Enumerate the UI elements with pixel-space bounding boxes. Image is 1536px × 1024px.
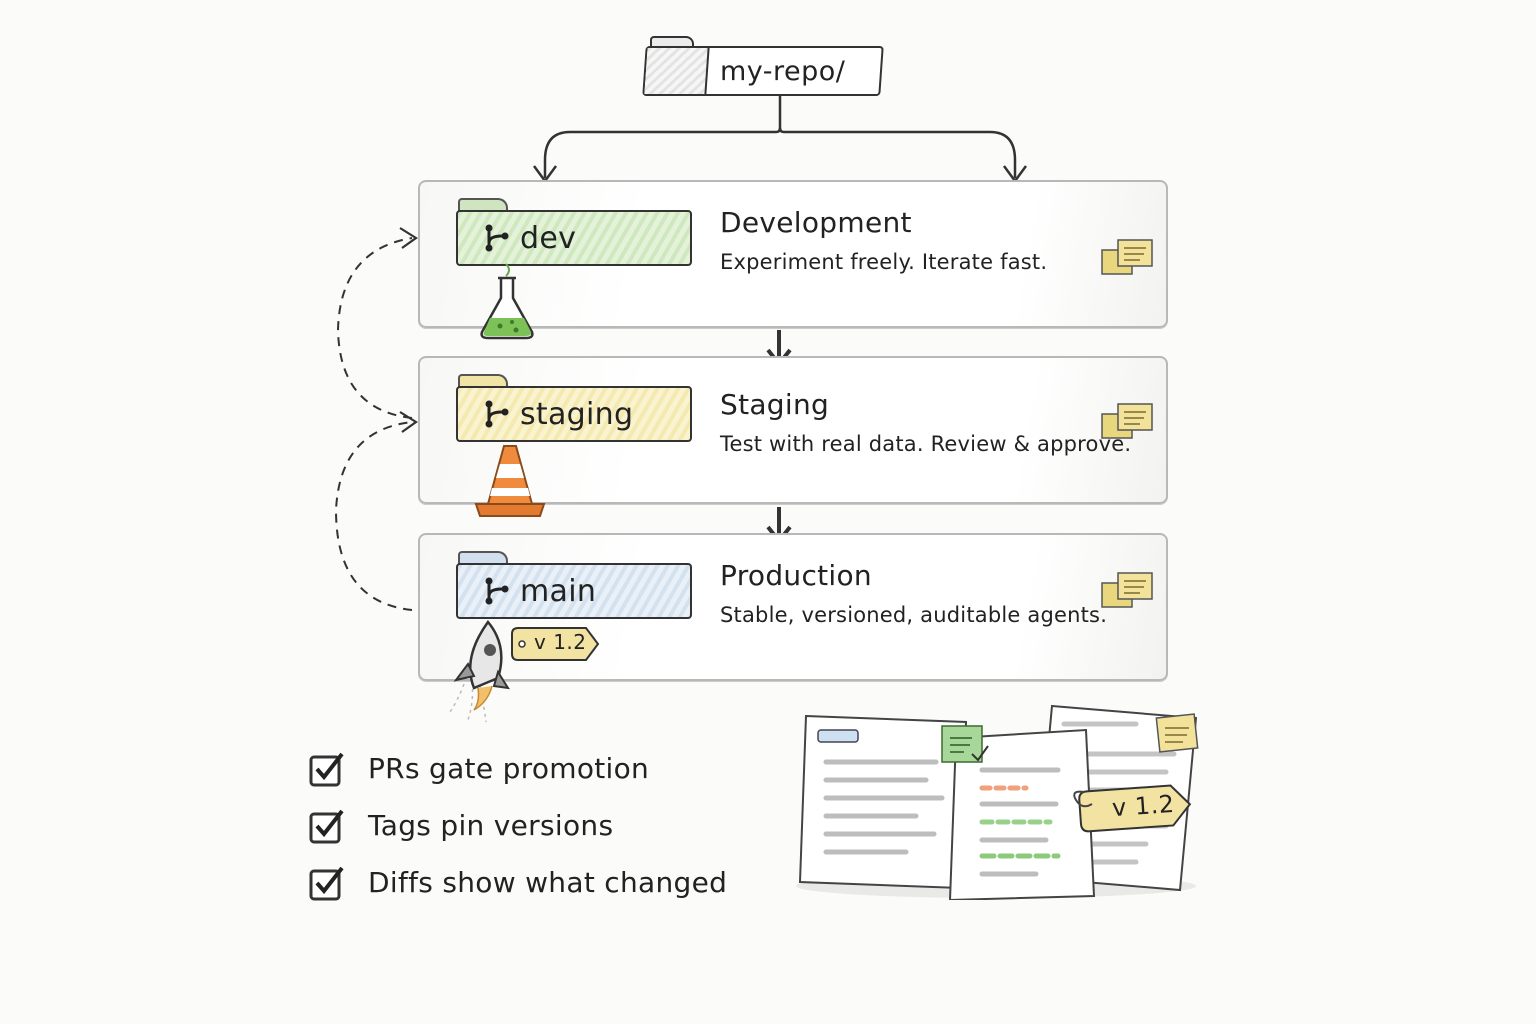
checklist-label: Diffs show what changed	[368, 866, 728, 899]
repo-folder-hatch	[644, 48, 710, 94]
branch-folder-body: dev	[456, 210, 692, 266]
stage-description: Experiment freely. Iterate fast.	[720, 250, 1048, 274]
stage-title: Staging	[720, 388, 830, 421]
checkbox-checked-icon	[309, 809, 344, 843]
repo-label: my-repo/	[720, 55, 846, 87]
branch-folder-body: staging	[456, 386, 692, 442]
checklist-item: PRs gate promotion	[308, 740, 727, 797]
document-left	[798, 714, 968, 890]
git-branch-icon	[485, 400, 509, 428]
checklist-item: Diffs show what changed	[308, 854, 727, 911]
checkbox-checked-icon	[309, 752, 344, 786]
stage-main: main Production Stable, versioned, audit…	[418, 533, 1168, 681]
branch-folder-dev: dev	[456, 198, 692, 266]
document-middle	[941, 725, 1096, 900]
doc-version-label: v 1.2	[1111, 789, 1176, 823]
branch-folder-body: main	[456, 563, 692, 619]
stage-dev: dev Development Experiment freely. Itera…	[418, 180, 1168, 328]
git-branch-icon	[485, 224, 509, 252]
stage-description: Stable, versioned, auditable agents.	[720, 603, 1108, 627]
branch-name: dev	[520, 220, 577, 256]
feedback-arrow-staging-to-dev	[336, 237, 413, 419]
feedback-arrow-main-to-staging	[334, 421, 413, 611]
sticky-note-icon	[1101, 239, 1153, 275]
stage-description: Test with real data. Review & approve.	[720, 432, 1132, 456]
checklist: PRs gate promotion Tags pin versions Dif…	[308, 740, 727, 911]
checklist-label: Tags pin versions	[368, 809, 614, 842]
checkbox-checked-icon	[309, 866, 344, 900]
version-tag-icon	[1073, 784, 1192, 833]
stage-title: Development	[720, 206, 912, 239]
stage-staging: staging Staging Test with real data. Rev…	[418, 356, 1168, 504]
branch-name: main	[520, 573, 597, 609]
diff-documents-icon	[796, 704, 1199, 900]
sticky-note-icon	[1101, 572, 1153, 608]
sticky-note-icon	[1101, 403, 1153, 439]
rocket-icon	[449, 619, 510, 723]
repo-split-arrow	[543, 96, 782, 178]
traffic-cone-icon	[474, 445, 546, 517]
repo-folder-body: my-repo/	[642, 46, 884, 96]
branch-folder-staging: staging	[456, 374, 692, 442]
rocket-version-label: v 1.2	[534, 630, 587, 654]
branch-folder-main: main	[456, 551, 692, 619]
branch-name: staging	[520, 396, 634, 432]
checklist-label: PRs gate promotion	[368, 752, 650, 785]
repo-folder: my-repo/	[642, 36, 884, 96]
checklist-item: Tags pin versions	[308, 797, 727, 854]
flask-icon	[480, 263, 534, 340]
git-branch-icon	[485, 577, 509, 605]
stage-title: Production	[720, 559, 872, 592]
version-tag-icon	[511, 627, 600, 661]
